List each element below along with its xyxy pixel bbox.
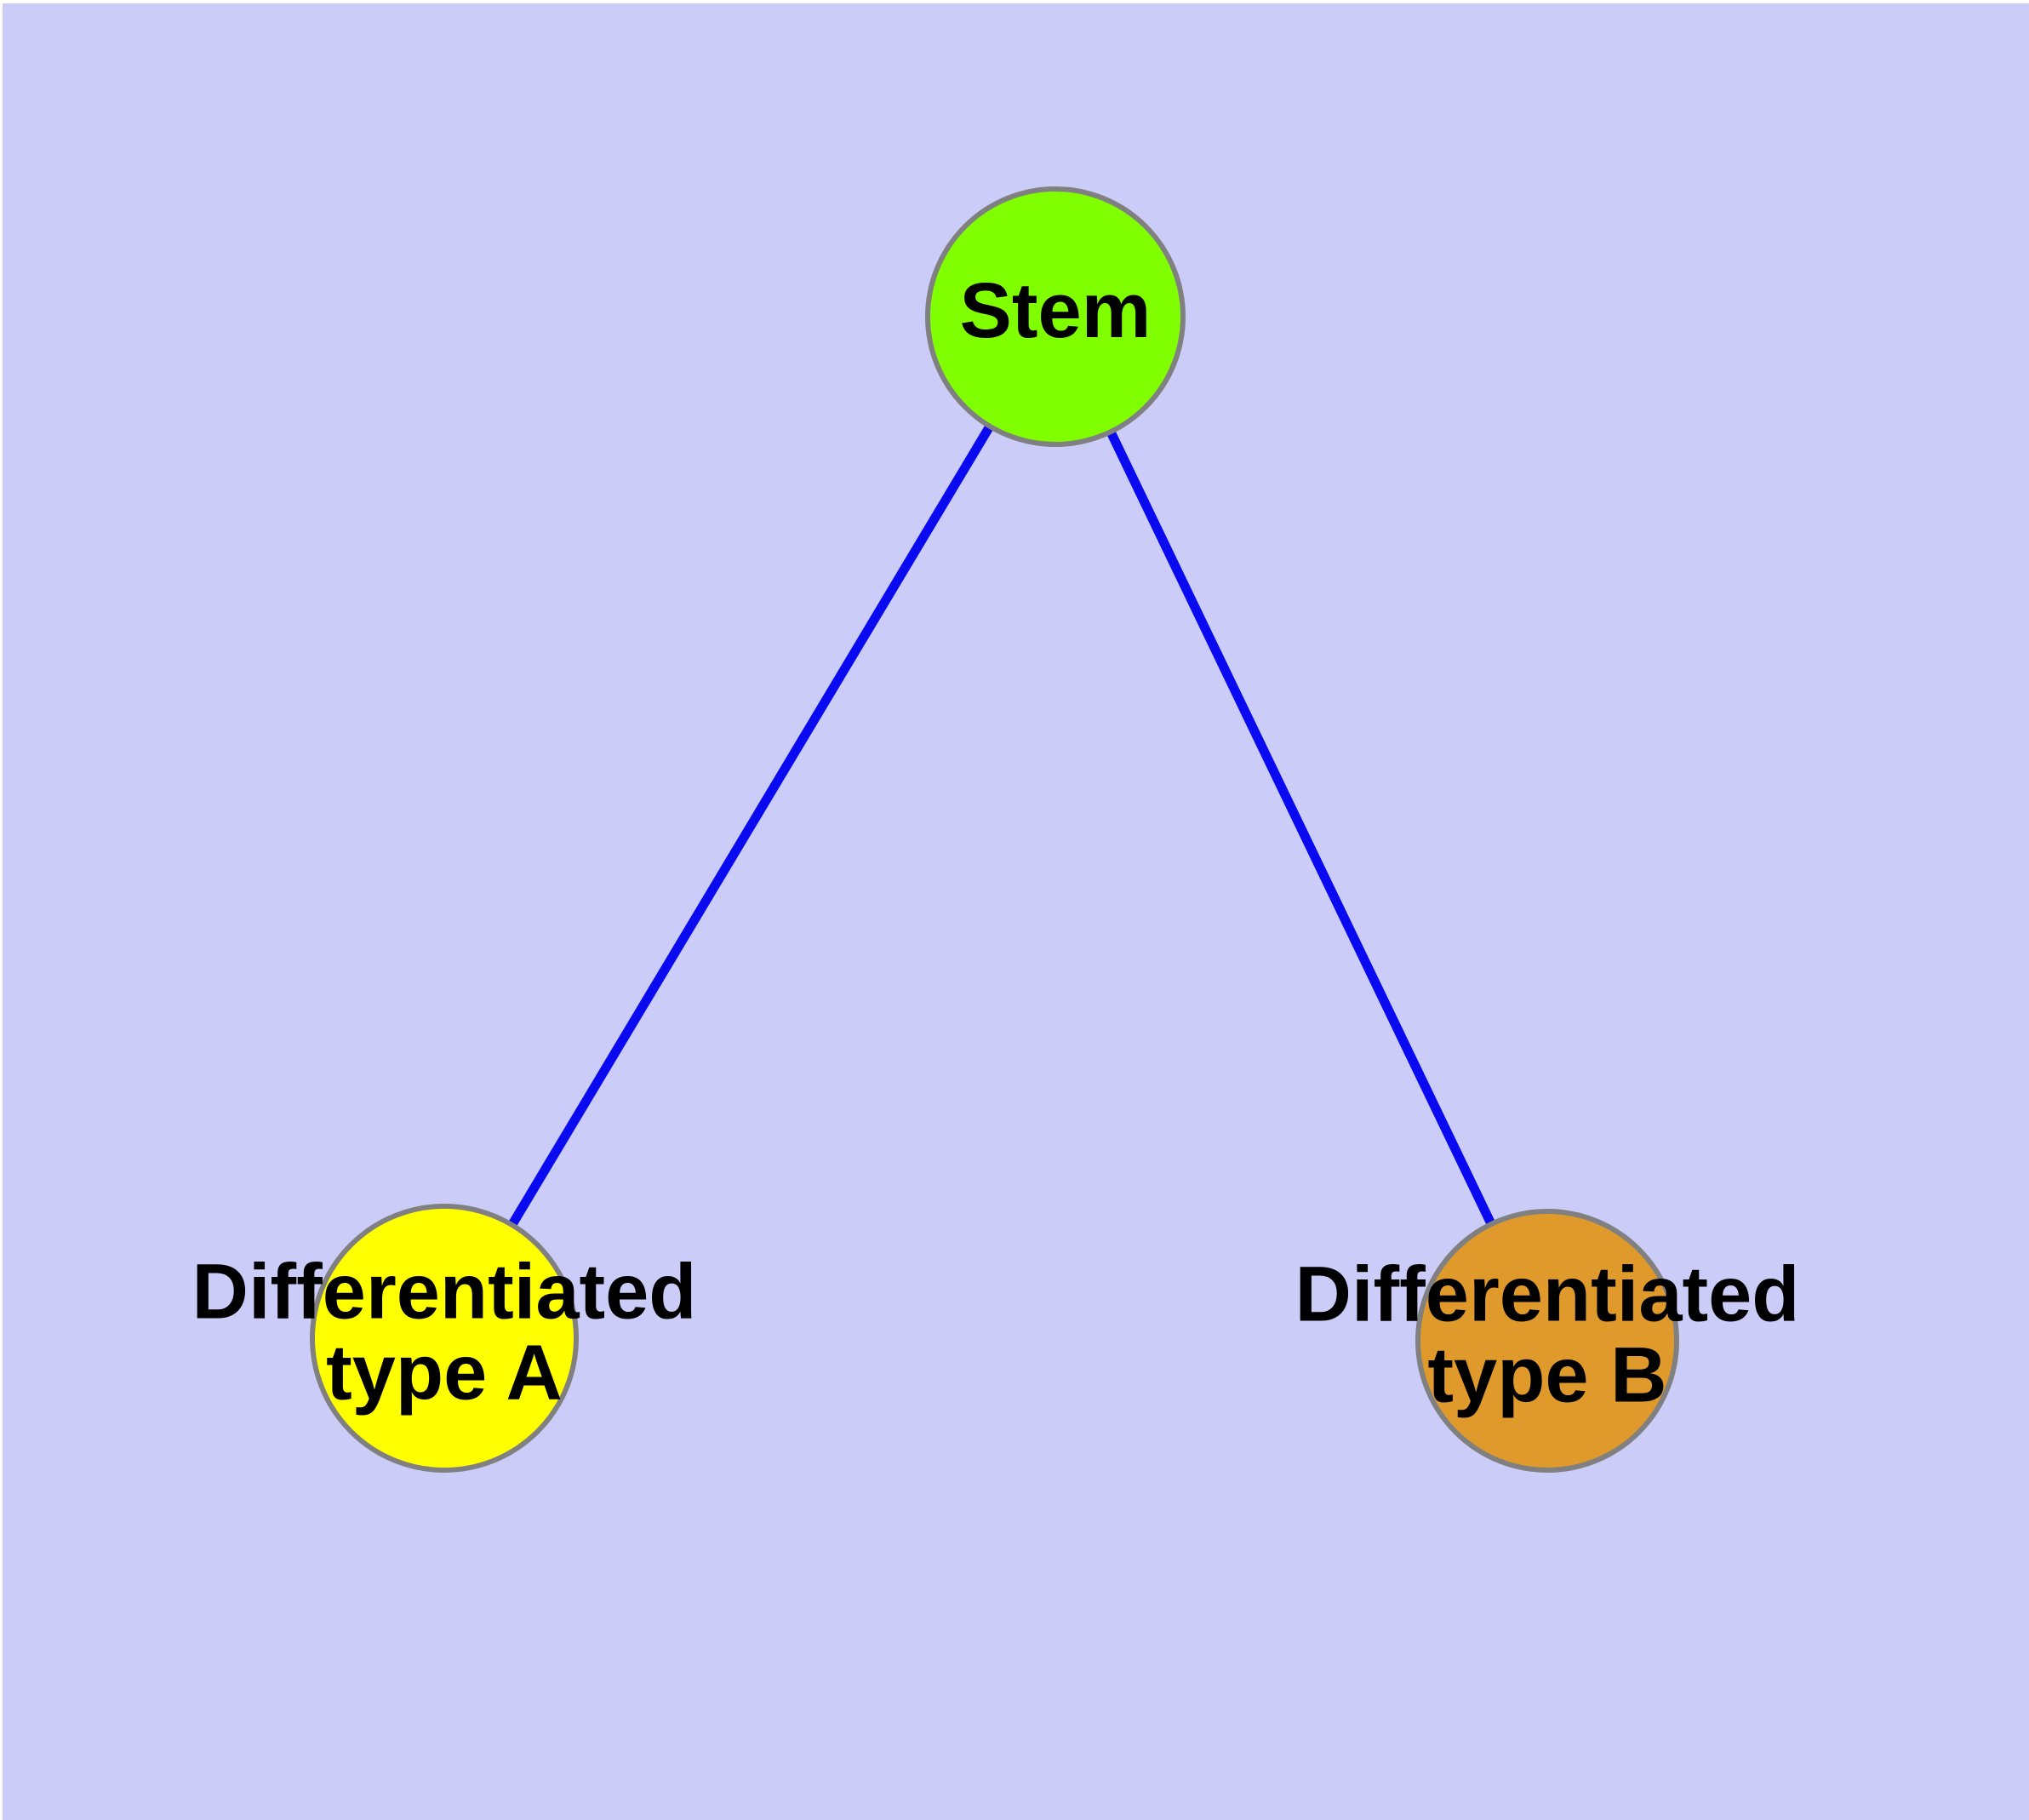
edge-stem-to-differentiated-type-a[interactable] [440,314,1060,1341]
node-label-line: Differentiated [192,1249,697,1336]
node-label-line: type B [1427,1332,1666,1419]
node-label-line: Differentiated [1295,1251,1800,1338]
edges-group [440,314,1552,1343]
node-label-line: type A [326,1330,563,1417]
node-differentiated-type-a[interactable] [310,1204,579,1473]
node-differentiated-type-b[interactable] [1415,1209,1679,1473]
node-label-line: Stem [960,267,1152,354]
node-label-stem: Stem [960,267,1152,354]
node-stem[interactable] [925,186,1186,447]
edge-stem-to-differentiated-type-b[interactable] [1051,314,1552,1343]
nodes-group [310,186,1679,1473]
